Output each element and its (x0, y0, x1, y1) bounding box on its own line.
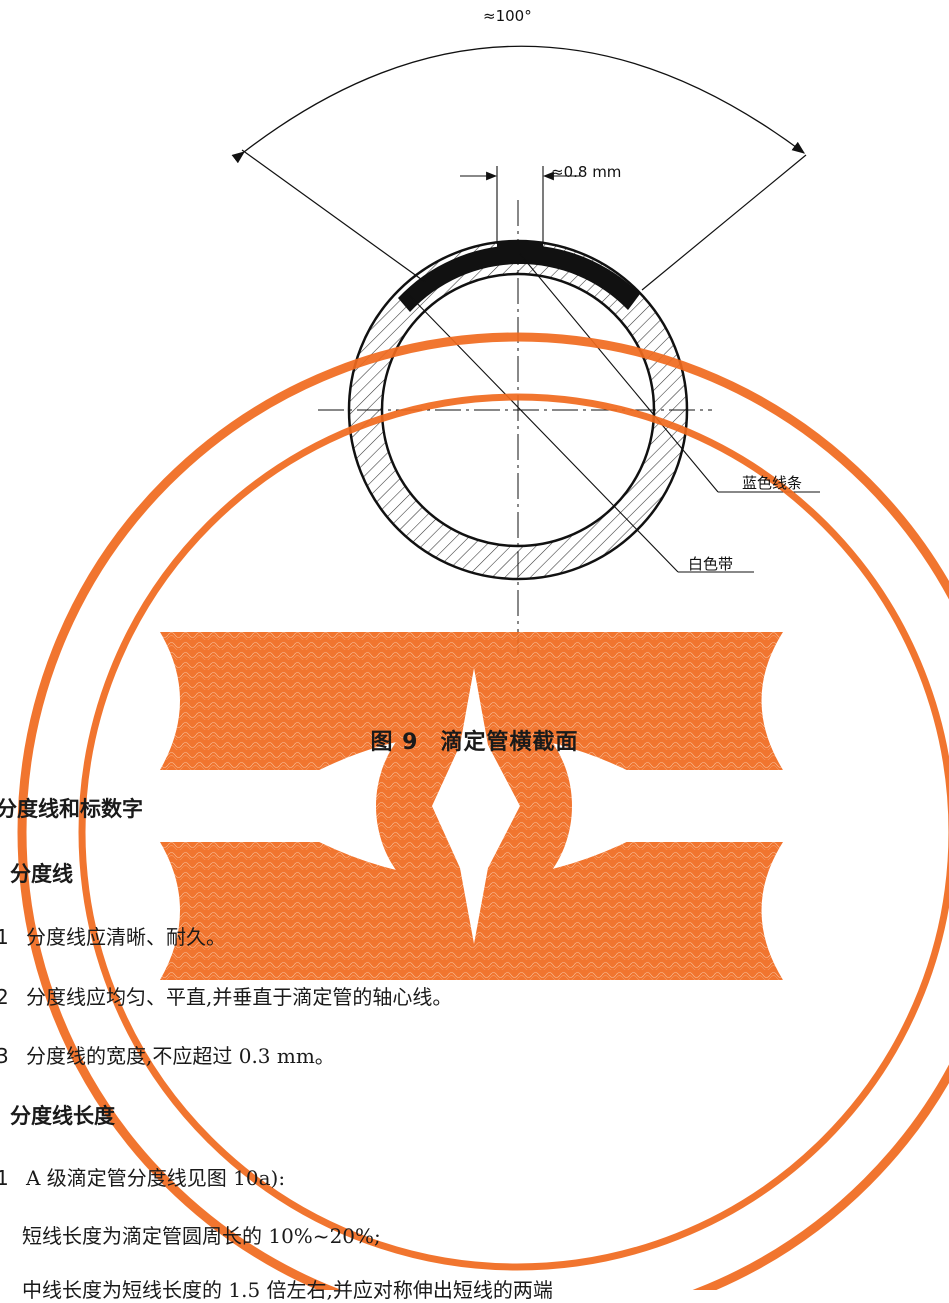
stamp-inner-ring (78, 393, 949, 1271)
paragraph-line: 短线长度为滴定管圆周长的 10%~20%; (22, 1224, 381, 1248)
blue-line-callout: 蓝色线条 (742, 474, 803, 492)
white-band-callout: 白色带 (688, 555, 734, 573)
angle-dimension (231, 45, 807, 291)
tube-cross-section (318, 200, 712, 655)
width-label: ≈0.8 mm (551, 163, 622, 181)
figure-caption: 图 9 滴定管横截面 (0, 724, 949, 756)
white-band-arc (398, 244, 640, 312)
stamp-outer-ring (17, 332, 949, 1290)
section-heading-graduation: 分度线和标数字 (0, 797, 143, 821)
caption-number: 图 9 (370, 730, 419, 755)
subsection-heading-length: 分度线长度 (10, 1104, 115, 1128)
eye-emblem-icon (160, 632, 783, 980)
blue-line-block (497, 242, 543, 260)
width-dimension (460, 166, 580, 244)
subsection-heading-lines: 分度线 (10, 862, 73, 886)
angle-label: ≈100° (483, 7, 532, 25)
certification-stamp (17, 332, 949, 1290)
caption-title: 滴定管横截面 (440, 730, 579, 755)
paragraph-line: 中线长度为短线长度的 1.5 倍左右,并应对称伸出短线的两端 (22, 1278, 553, 1302)
